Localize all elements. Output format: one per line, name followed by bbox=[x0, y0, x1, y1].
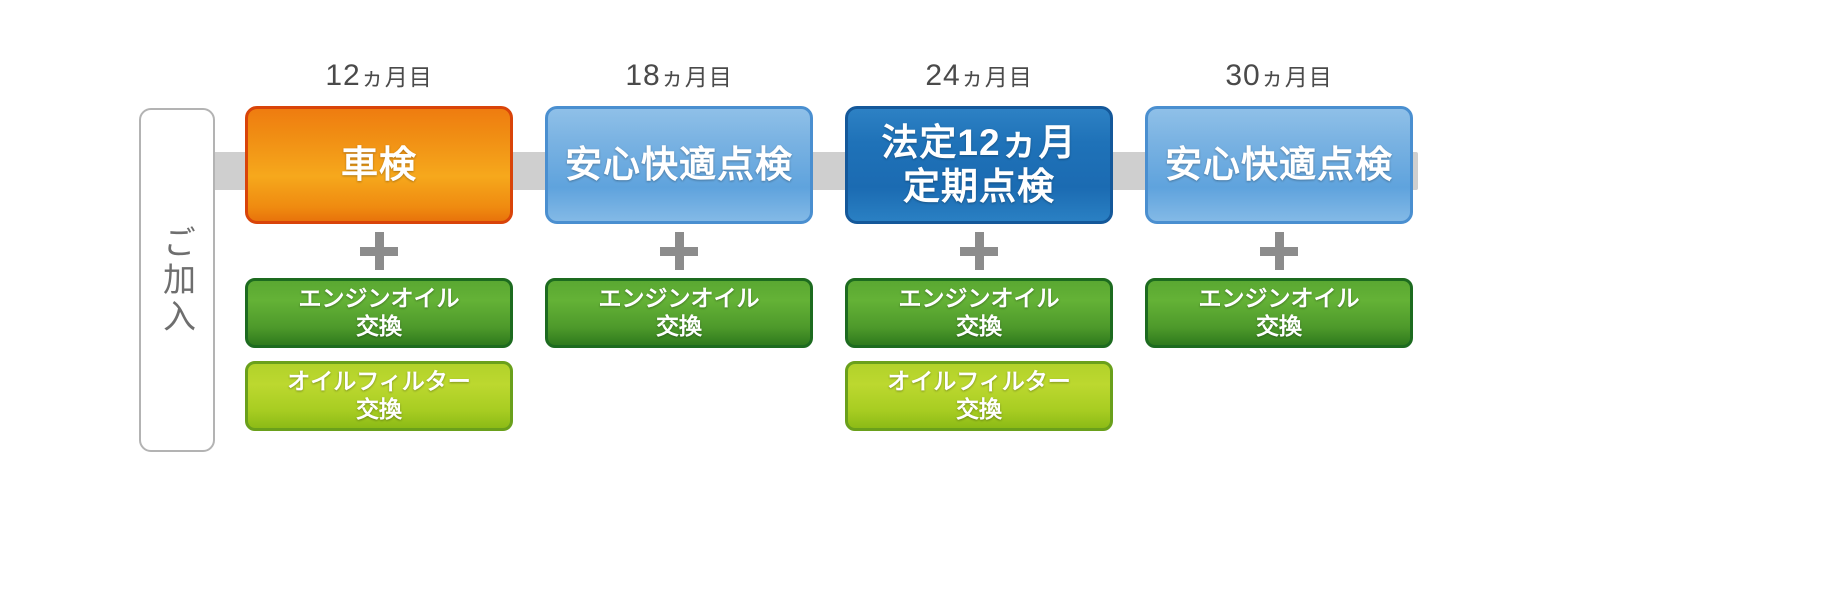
option-box-engine-oil[interactable]: エンジンオイル 交換 bbox=[1145, 278, 1413, 348]
option-box-line: 交換 bbox=[656, 313, 702, 339]
service-box-line: 安心快適点検 bbox=[1165, 144, 1393, 186]
option-box-engine-oil[interactable]: エンジンオイル 交換 bbox=[545, 278, 813, 348]
month-number-30: 30 bbox=[1225, 59, 1261, 92]
option-box-line: 交換 bbox=[956, 313, 1002, 339]
option-box-oil-filter[interactable]: オイルフィルター 交換 bbox=[245, 361, 513, 431]
month-unit-30: ヵ月目 bbox=[1260, 64, 1333, 90]
timeline-column-18months: 18ヵ月目 安心快適点検 エンジンオイル 交換 bbox=[545, 55, 813, 361]
month-number-12: 12 bbox=[325, 59, 361, 92]
timeline-column-24months: 24ヵ月目 法定12ヵ月 定期点検 エンジンオイル 交換 オイルフィルター 交換 bbox=[845, 55, 1113, 444]
entry-enrollment-box: ご加入 bbox=[139, 108, 215, 452]
service-box-line: 法定12ヵ月 bbox=[881, 122, 1077, 164]
month-unit-24: ヵ月目 bbox=[960, 64, 1033, 90]
month-number-18: 18 bbox=[625, 59, 661, 92]
plus-icon bbox=[1145, 224, 1413, 278]
option-box-line: オイルフィルター bbox=[887, 368, 1071, 395]
option-box-line: 交換 bbox=[356, 396, 402, 422]
option-box-line: 交換 bbox=[1256, 313, 1302, 339]
timeline-column-30months: 30ヵ月目 安心快適点検 エンジンオイル 交換 bbox=[1145, 55, 1413, 361]
option-box-engine-oil[interactable]: エンジンオイル 交換 bbox=[245, 278, 513, 348]
timeline-column-12months: 12ヵ月目 車検 エンジンオイル 交換 オイルフィルター 交換 bbox=[245, 55, 513, 444]
option-box-line: 交換 bbox=[356, 313, 402, 339]
month-label-24: 24ヵ月目 bbox=[845, 55, 1113, 97]
option-box-line: エンジンオイル bbox=[298, 285, 460, 312]
month-label-12: 12ヵ月目 bbox=[245, 55, 513, 97]
service-box-anshin-kaiteki-tenken[interactable]: 安心快適点検 bbox=[545, 106, 813, 224]
plus-icon bbox=[245, 224, 513, 278]
service-box-line: 安心快適点検 bbox=[565, 144, 793, 186]
option-box-line: エンジンオイル bbox=[1198, 285, 1360, 312]
service-box-houtei-12kagetsu-teiki-tenken[interactable]: 法定12ヵ月 定期点検 bbox=[845, 106, 1113, 224]
month-label-30: 30ヵ月目 bbox=[1145, 55, 1413, 97]
month-unit-12: ヵ月目 bbox=[360, 64, 433, 90]
option-box-line: エンジンオイル bbox=[598, 285, 760, 312]
month-number-24: 24 bbox=[925, 59, 961, 92]
plus-icon bbox=[845, 224, 1113, 278]
entry-enrollment-label: ご加入 bbox=[158, 224, 196, 336]
month-label-18: 18ヵ月目 bbox=[545, 55, 813, 97]
option-box-line: オイルフィルター bbox=[287, 368, 471, 395]
option-box-engine-oil[interactable]: エンジンオイル 交換 bbox=[845, 278, 1113, 348]
option-box-line: エンジンオイル bbox=[898, 285, 1060, 312]
service-box-line: 定期点検 bbox=[903, 166, 1055, 207]
option-box-line: 交換 bbox=[956, 396, 1002, 422]
option-box-oil-filter[interactable]: オイルフィルター 交換 bbox=[845, 361, 1113, 431]
service-box-anshin-kaiteki-tenken[interactable]: 安心快適点検 bbox=[1145, 106, 1413, 224]
service-box-line: 車検 bbox=[341, 144, 417, 186]
plus-icon bbox=[545, 224, 813, 278]
service-box-shaken[interactable]: 車検 bbox=[245, 106, 513, 224]
month-unit-18: ヵ月目 bbox=[660, 64, 733, 90]
